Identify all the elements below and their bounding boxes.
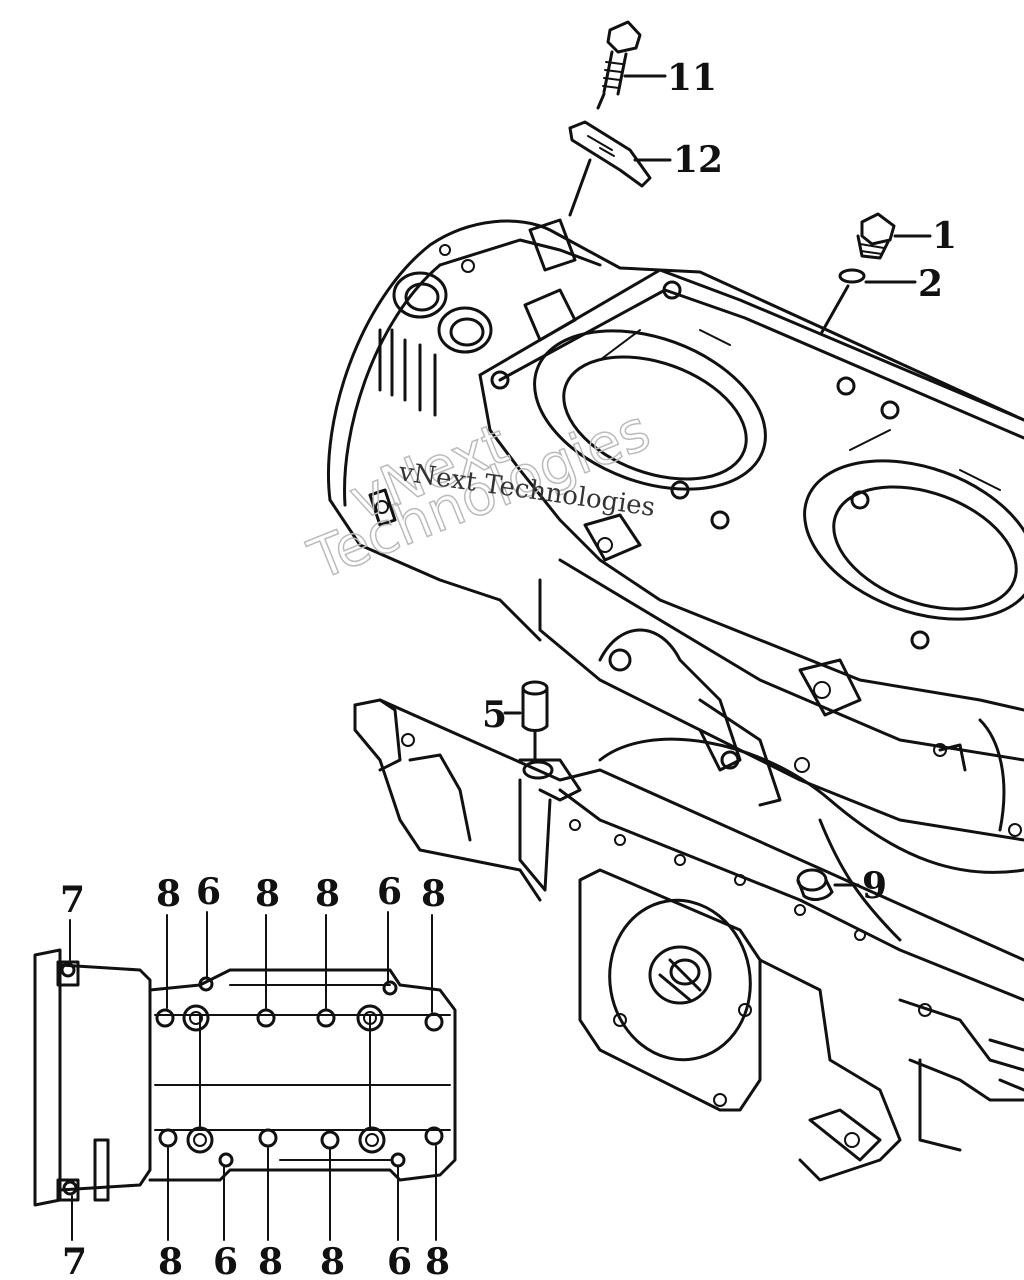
callout-2: 2 (918, 263, 943, 305)
callout-top-8a: 8 (156, 873, 181, 915)
callout-top-8b: 8 (255, 873, 280, 915)
callout-top-8c: 8 (315, 873, 340, 915)
bolt-part-11 (596, 20, 642, 110)
callout-12: 12 (673, 139, 723, 181)
callout-5: 5 (482, 694, 507, 736)
dowel-part-5 (521, 680, 549, 762)
callout-bottom-8b: 8 (258, 1241, 283, 1280)
callout-bottom-8a: 8 (158, 1241, 183, 1280)
callout-bottom-6b: 6 (387, 1241, 412, 1280)
plug-part-1 (856, 212, 896, 260)
callout-11: 11 (667, 57, 717, 99)
callout-bottom-8c: 8 (320, 1241, 345, 1280)
callout-1: 1 (932, 215, 957, 257)
callout-bottom-8d: 8 (425, 1241, 450, 1280)
lock-plate-part-12 (568, 120, 652, 217)
callout-top-6a: 6 (196, 871, 221, 913)
callout-9: 9 (862, 865, 887, 907)
callout-top-6b: 6 (377, 871, 402, 913)
dowel-part-9 (796, 868, 834, 901)
callout-bottom-7: 7 (62, 1241, 87, 1280)
bottom-view-inset (33, 911, 457, 1241)
callout-top-7: 7 (60, 879, 85, 921)
callout-bottom-6a: 6 (213, 1241, 238, 1280)
washer-part-2 (838, 268, 866, 284)
plug-pointer-line (820, 284, 850, 334)
upper-crankcase (326, 218, 1024, 842)
callout-top-8d: 8 (421, 873, 446, 915)
lower-crankcase (353, 698, 1024, 1182)
